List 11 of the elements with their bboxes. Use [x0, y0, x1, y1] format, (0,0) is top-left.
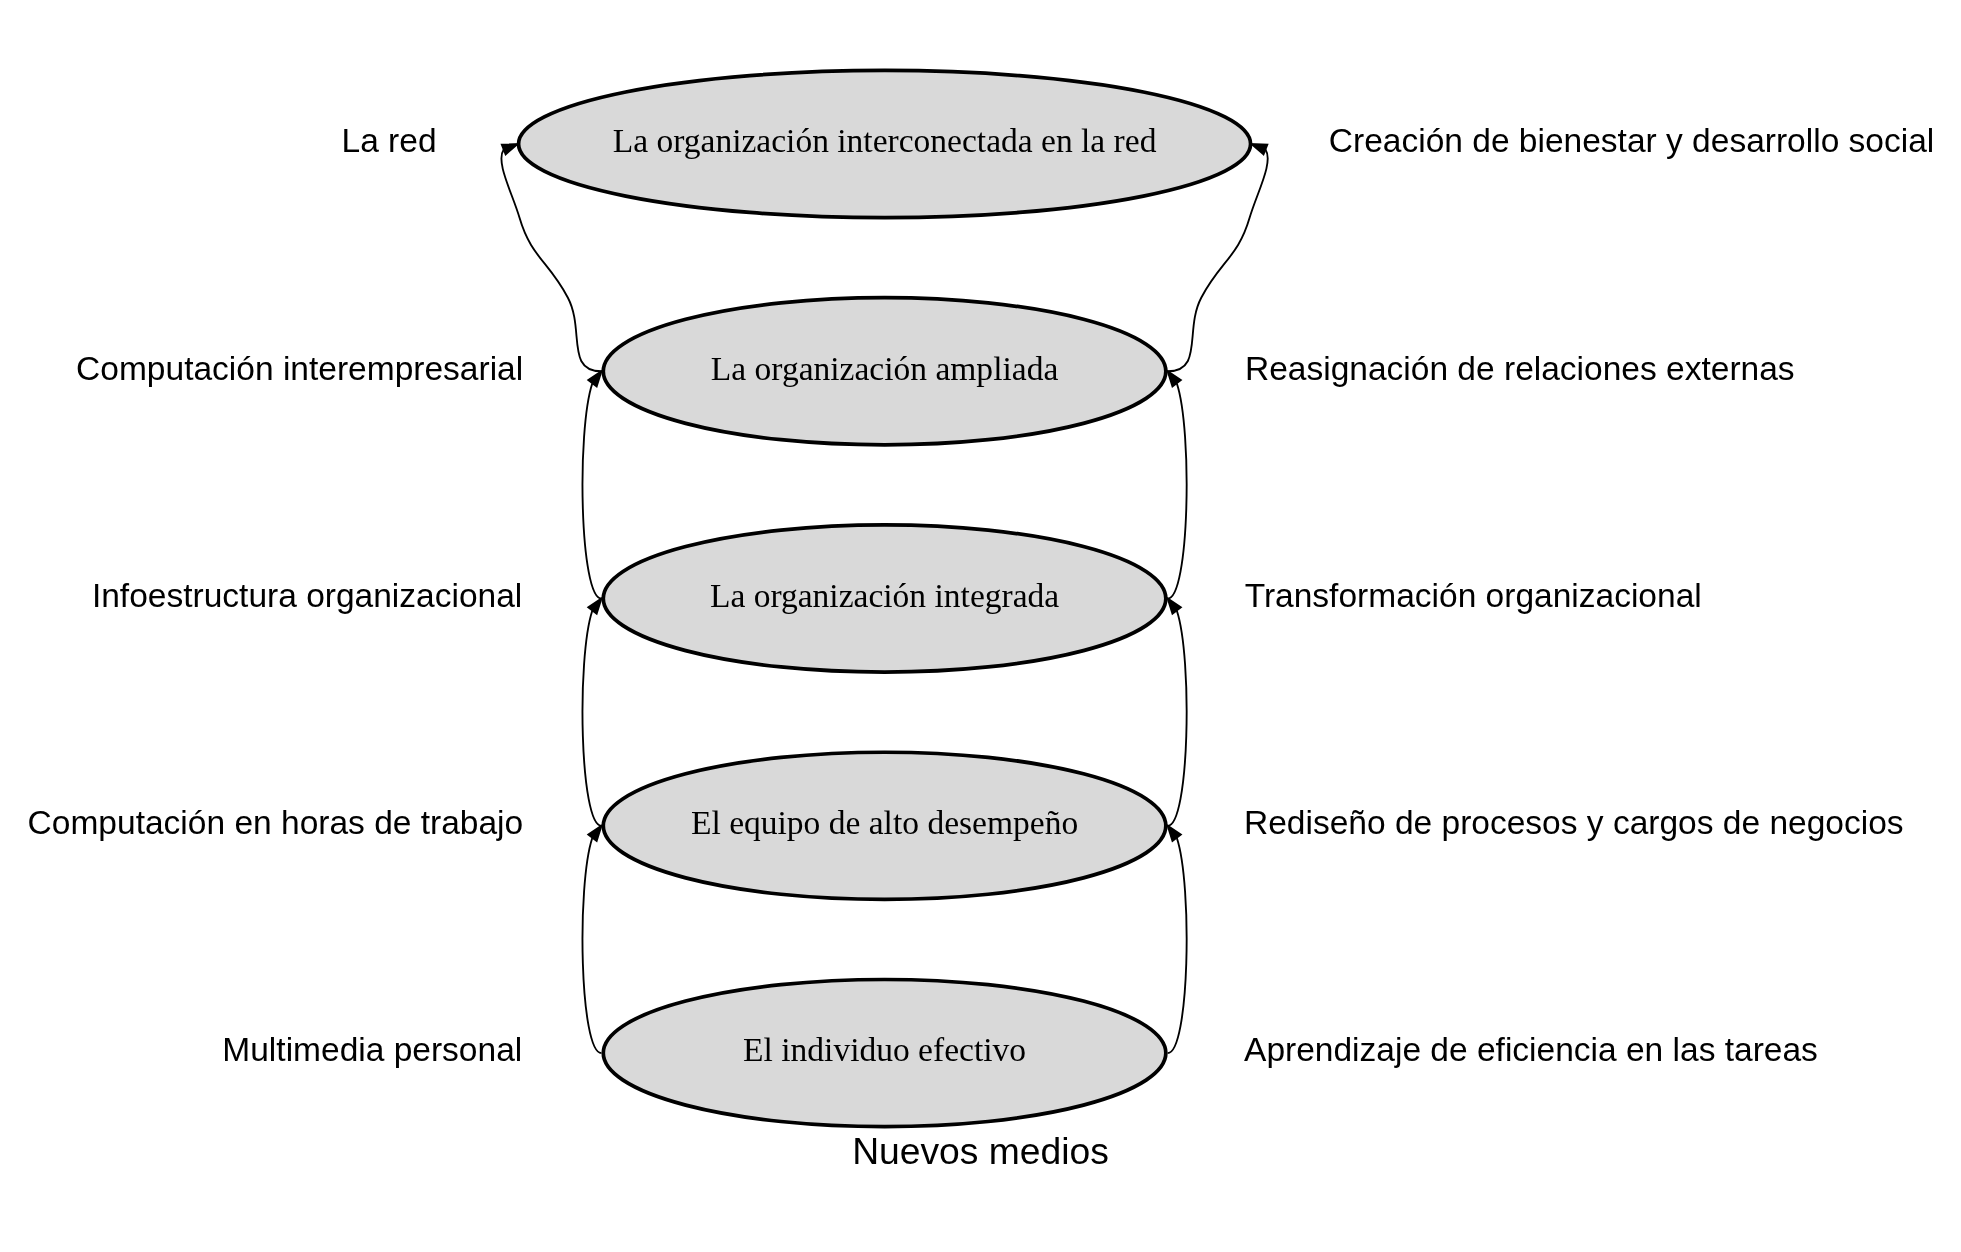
node-label: La red [341, 121, 437, 159]
node-label: Transformación organizacional [1244, 576, 1702, 614]
caption: Nuevos medios [852, 1129, 1109, 1172]
node-label: Infoestructura organizacional [91, 576, 523, 614]
node-label: Creación de bienestar y desarrollo social [1328, 121, 1935, 159]
node-label: Computación interempresarial [76, 348, 524, 386]
node-label: Reasignación de relaciones externas [1244, 348, 1795, 386]
node-label: Rediseño de procesos y cargos de negocios [1244, 803, 1904, 841]
node-label: Aprendizaje de eficiencia en las tareas [1244, 1030, 1818, 1068]
node-label: Multimedia personal [222, 1030, 523, 1068]
node-label: Computación en horas de trabajo [27, 803, 524, 841]
